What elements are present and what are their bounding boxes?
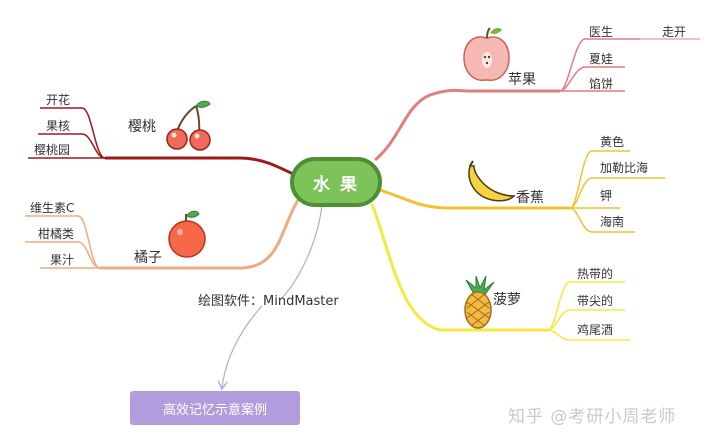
apple-leaf-1: 医生: [589, 25, 613, 39]
banana-leaf-line-4: [569, 207, 635, 233]
apple-sub-leaf: 走开: [662, 25, 686, 39]
branch-cherry: 樱桃 开花 果核 樱桃园: [28, 92, 296, 177]
branch-apple: 苹果 医生 夏娃 馅饼 走开: [374, 25, 700, 162]
pineapple-label: 菠萝: [493, 292, 521, 308]
pineapple-leaf-1: 热带的: [577, 266, 613, 281]
cherry-branch-line: [105, 156, 296, 177]
orange-leaf-2: 柑橘类: [38, 226, 74, 241]
cherry-leaf-line-2: [38, 133, 106, 159]
orange-branch-line: [100, 199, 300, 270]
banana-icon: [468, 160, 516, 202]
orange-leaf-1: 维生素C: [30, 201, 74, 215]
pineapple-leaf-3: 鸡尾酒: [577, 322, 613, 337]
cherry-leaf-2: 果核: [46, 119, 70, 133]
banana-leaf-3: 钾: [600, 189, 612, 203]
pineapple-leaf-line-3: [547, 329, 630, 341]
banana-leaf-4: 海南: [600, 214, 624, 229]
apple-icon: [463, 27, 510, 81]
pineapple-icon: [464, 275, 495, 329]
apple-leaf-line-2: [559, 66, 625, 92]
apple-branch-line: [374, 88, 560, 162]
branch-banana: 香蕉 黄色 加勒比海 钾 海南: [379, 135, 665, 233]
center-node: 水 果: [290, 157, 382, 207]
apple-leaf-2: 夏娃: [589, 52, 613, 66]
pineapple-branch-line: [370, 203, 548, 332]
banana-label: 香蕉: [516, 190, 544, 206]
banana-leaf-1: 黄色: [600, 135, 624, 149]
note-connector: [222, 204, 323, 388]
cherry-leaf-line-1: [40, 107, 106, 159]
banana-leaf-line-2: [569, 177, 665, 209]
orange-leaf-line-2: [25, 241, 101, 269]
orange-label: 橘子: [134, 250, 162, 266]
software-note: 绘图软件：MindMaster: [198, 294, 339, 309]
orange-leaf-3: 果汁: [50, 253, 74, 267]
apple-leaf-3: 馅饼: [589, 76, 613, 91]
pineapple-leaf-line-2: [547, 309, 625, 331]
banana-branch-line: [379, 188, 570, 210]
cherry-leaf-3: 樱桃园: [34, 142, 70, 157]
branch-orange: 橘子 维生素C 柑橘类 果汁: [25, 199, 300, 270]
cherry-icon: [166, 100, 211, 151]
example-label-box: 高效记忆示意案例: [130, 391, 300, 425]
cherry-leaf-1: 开花: [46, 92, 70, 107]
banana-leaf-2: 加勒比海: [600, 160, 648, 175]
watermark: 知乎 @考研小周老师: [508, 407, 677, 427]
cherry-label: 樱桃: [128, 118, 156, 135]
branch-pineapple: 菠萝 热带的 带尖的 鸡尾酒: [370, 203, 630, 341]
apple-label: 苹果: [508, 72, 536, 88]
pineapple-leaf-2: 带尖的: [577, 293, 613, 308]
orange-icon: [168, 210, 206, 258]
